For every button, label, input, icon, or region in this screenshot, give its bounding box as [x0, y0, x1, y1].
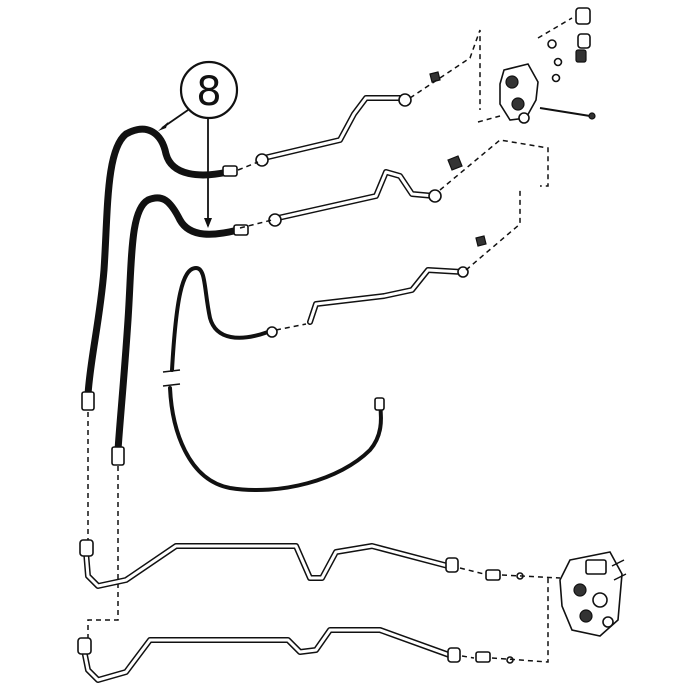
o-ring-2	[553, 57, 563, 67]
dash-lower-1	[459, 567, 485, 575]
hose-middle-fitting-top	[233, 224, 249, 236]
hose-middle	[111, 194, 249, 466]
tube-upper-1-bore	[262, 96, 406, 160]
dash-upper-4	[477, 115, 501, 123]
tube-upper-2	[268, 169, 442, 227]
dashed-lines-upper	[237, 17, 573, 331]
lower-fittings	[459, 567, 561, 664]
dash-upper-5	[537, 17, 573, 39]
hose-lower-fitting	[374, 397, 385, 411]
lower-valve-port-4	[602, 616, 614, 628]
dash-hose-2	[239, 219, 273, 229]
callout-circle	[179, 60, 239, 120]
hose-upper-body	[84, 125, 232, 399]
lower-valve-detail	[611, 559, 627, 581]
dash-hose-3	[275, 323, 307, 331]
dash-hose-1	[237, 161, 259, 171]
hose-break-mark	[162, 369, 181, 387]
upper-valve-port-2	[511, 97, 525, 111]
tube-upper-2-outline	[275, 169, 437, 221]
lower-valve-port-3	[579, 609, 593, 623]
tube-lower-1-bore	[84, 544, 450, 588]
hose-upper	[81, 125, 238, 411]
tube-lower-1-nut-left	[79, 539, 94, 557]
tube-upper-3-nut-left	[266, 326, 278, 338]
leader-arrow-1	[158, 122, 168, 131]
tube-lower-2	[77, 627, 461, 683]
dash-lower-4	[491, 578, 549, 663]
hose-middle-body	[114, 194, 242, 454]
dash-vertical-right	[87, 466, 119, 640]
dash-lower-2	[501, 574, 561, 579]
upper-adapter-3	[475, 235, 487, 247]
tube-upper-3	[266, 266, 469, 338]
upper-fitting-top	[575, 7, 591, 25]
lower-valve-port-2	[592, 592, 608, 608]
tube-upper-2-nut-right	[428, 189, 442, 203]
lower-control-valve	[559, 551, 627, 637]
dashed-lines-vertical	[87, 412, 119, 640]
o-ring-1	[547, 39, 557, 49]
dash-upper-3	[465, 190, 521, 271]
lower-valve-port-1	[573, 583, 587, 597]
tube-lower-2-nut-left	[77, 637, 92, 655]
upper-valve-port-1	[505, 75, 519, 89]
lower-adapter-1	[485, 569, 501, 581]
hose-lower-upper-part	[170, 266, 270, 372]
tube-upper-1-nut-right	[398, 93, 412, 107]
upper-valve-bolt-head	[588, 112, 596, 120]
hose-lower-lower-part	[168, 386, 383, 493]
lower-valve-top-block	[585, 559, 607, 575]
hose-lower	[162, 266, 385, 493]
tube-lower-1-nut-right	[445, 557, 459, 573]
o-ring-3	[551, 73, 561, 83]
upper-adapter-1	[429, 71, 441, 83]
upper-adapter-2	[447, 155, 463, 171]
upper-fitting-lower	[575, 49, 587, 63]
upper-valve-block	[429, 7, 596, 247]
callout-8: 8	[158, 60, 239, 228]
tube-lower-2-bore	[82, 628, 454, 682]
dash-upper-2	[439, 139, 549, 191]
upper-fitting-middle	[577, 33, 591, 49]
upper-valve-port-3	[518, 112, 530, 124]
lower-adapter-2	[475, 651, 491, 663]
dash-lower-3	[461, 655, 475, 659]
tube-lower-2-nut-right	[447, 647, 461, 663]
hose-upper-fitting-bottom	[81, 391, 95, 411]
tube-lower-1	[79, 539, 459, 589]
tube-upper-3-nut-right	[457, 266, 469, 278]
tube-upper-3-bore	[308, 268, 464, 324]
tube-upper-1	[255, 93, 412, 167]
callout-number: 8	[196, 69, 221, 115]
tube-upper-1-nut-left	[255, 153, 269, 167]
upper-valve-body	[499, 63, 539, 121]
tube-upper-2-bore	[276, 170, 436, 220]
leader-arrow-2	[204, 218, 212, 228]
hose-upper-fitting-top	[222, 165, 238, 177]
upper-valve-bolt	[539, 107, 591, 117]
dash-upper-1	[409, 29, 481, 110]
tube-upper-1-outline	[261, 95, 407, 161]
hose-middle-fitting-bottom	[111, 446, 125, 466]
